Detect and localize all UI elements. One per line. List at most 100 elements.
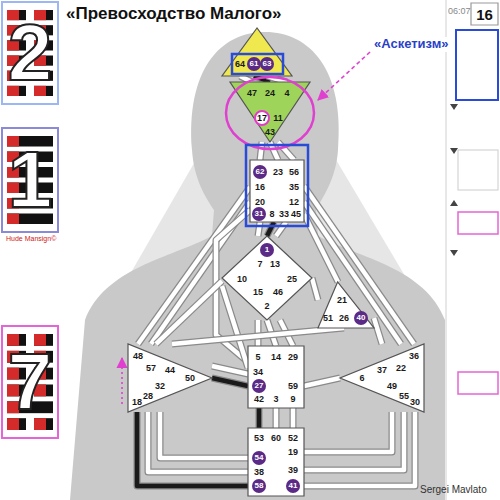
icon-frame bbox=[2, 2, 58, 104]
channel-line bbox=[304, 202, 401, 344]
time-stamp: 06:07 bbox=[448, 6, 471, 16]
gate-number: 42 bbox=[254, 395, 264, 404]
leader-line bbox=[318, 52, 370, 100]
gate-number: 62 bbox=[253, 165, 267, 179]
channel-line bbox=[304, 186, 414, 344]
channel-fill bbox=[304, 412, 404, 470]
gate-number: 9 bbox=[290, 395, 295, 404]
channel-fill bbox=[374, 318, 382, 344]
channel-outline bbox=[137, 412, 248, 486]
center-fill bbox=[471, 3, 498, 25]
channel-outline bbox=[374, 318, 382, 344]
gate-number: 60 bbox=[271, 434, 281, 443]
copyright-note: Hude Mansign© bbox=[4, 235, 58, 243]
icon-frame bbox=[2, 128, 58, 232]
body-silhouette bbox=[70, 32, 445, 500]
gate-number: 21 bbox=[337, 296, 347, 305]
panel-frame bbox=[458, 372, 498, 394]
channel-fill bbox=[304, 202, 401, 344]
gate-number: 43 bbox=[265, 128, 275, 137]
gate-number: 64 bbox=[235, 60, 245, 69]
side-panel bbox=[446, 0, 500, 500]
channel-line bbox=[267, 222, 274, 236]
gate-number: 2 bbox=[264, 302, 269, 311]
center-fill bbox=[250, 160, 304, 222]
gate-number: 30 bbox=[410, 398, 420, 407]
gate-number: 33 bbox=[279, 210, 289, 219]
channel-line bbox=[374, 318, 382, 344]
channel-line bbox=[304, 412, 415, 486]
gate-number: 26 bbox=[339, 314, 349, 323]
channel-fill bbox=[274, 408, 279, 428]
center-fill bbox=[222, 236, 312, 320]
hexagram-number: 7 bbox=[2, 326, 58, 438]
flow-arrow bbox=[121, 358, 123, 404]
channel-outline bbox=[258, 222, 260, 236]
gate-number: 32 bbox=[155, 382, 165, 391]
center-shape: 1713102515462 bbox=[222, 236, 312, 320]
gate-number: 48 bbox=[133, 352, 143, 361]
channel-line bbox=[304, 378, 340, 386]
channel-outline bbox=[304, 412, 392, 452]
channel-outline bbox=[212, 378, 248, 386]
center-fill bbox=[222, 28, 292, 76]
center-shape: 47244171143 bbox=[230, 82, 310, 142]
gate-number: 49 bbox=[387, 382, 397, 391]
gate-number: 31 bbox=[252, 207, 266, 221]
gate-number: 59 bbox=[288, 382, 298, 391]
channel-fill bbox=[258, 222, 260, 236]
gate-number: 34 bbox=[253, 368, 263, 377]
gate-number: 40 bbox=[354, 311, 368, 325]
channel-line bbox=[160, 412, 248, 458]
gate-number: 8 bbox=[269, 210, 274, 219]
channel-line bbox=[276, 408, 277, 428]
center-fill bbox=[248, 346, 304, 408]
gate-number: 44 bbox=[165, 366, 175, 375]
gate-number: 23 bbox=[273, 168, 283, 177]
channel-line bbox=[137, 412, 248, 486]
center-shape: 3622376495530 bbox=[340, 344, 424, 412]
watermark: Sergei Mavlato bbox=[420, 484, 487, 496]
gate-number: 16 bbox=[255, 183, 265, 192]
channel-line bbox=[212, 378, 248, 386]
channel-line bbox=[312, 278, 318, 300]
gate-number: 51 bbox=[323, 314, 333, 323]
channel-fill bbox=[137, 412, 248, 486]
channel-fill bbox=[291, 408, 296, 428]
gate-number: 36 bbox=[409, 352, 419, 361]
channel-outline bbox=[304, 202, 401, 344]
gate-number: 12 bbox=[289, 198, 299, 207]
gate-number: 17 bbox=[254, 110, 270, 126]
channel-outline bbox=[256, 408, 263, 428]
collapse-icon bbox=[450, 250, 458, 256]
channel-line bbox=[304, 412, 404, 470]
collapse-icon bbox=[450, 104, 458, 110]
gate-number: 38 bbox=[254, 468, 264, 477]
gate-number: 7 bbox=[257, 260, 262, 269]
channel-outline bbox=[276, 222, 286, 236]
channel-outline bbox=[156, 281, 222, 344]
center-fill bbox=[318, 282, 374, 328]
highlight-frame bbox=[246, 145, 308, 226]
center-fill bbox=[230, 82, 310, 142]
channel-fill bbox=[257, 408, 262, 428]
center-fill bbox=[248, 428, 304, 496]
center-shape: 622356163520123183345 bbox=[250, 160, 304, 222]
gate-number: 57 bbox=[146, 364, 156, 373]
gate-number: 55 bbox=[399, 392, 409, 401]
gate-number: 13 bbox=[270, 260, 280, 269]
channel-outline bbox=[148, 412, 248, 472]
gate-number: 24 bbox=[265, 89, 275, 98]
gate-number: 39 bbox=[288, 466, 298, 475]
channel-fill bbox=[212, 378, 248, 386]
gate-number: 14 bbox=[271, 353, 281, 362]
gate-number: 4 bbox=[284, 89, 289, 98]
highlight-ring bbox=[226, 77, 314, 149]
panel-border bbox=[446, 0, 447, 500]
channel-outline bbox=[304, 186, 414, 344]
center-shape: 514293427594239 bbox=[248, 346, 304, 408]
channel-outline bbox=[267, 222, 274, 236]
gate-number: 56 bbox=[289, 168, 299, 177]
channel-outline bbox=[304, 412, 415, 486]
